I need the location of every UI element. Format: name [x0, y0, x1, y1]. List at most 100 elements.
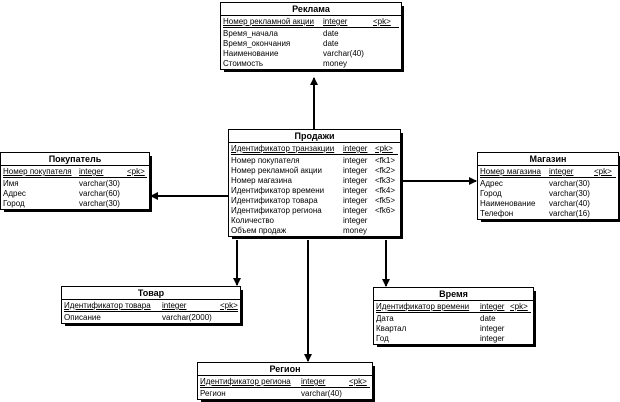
attribute-name: Объем продаж: [231, 226, 287, 235]
attribute-type: integer: [343, 196, 368, 205]
attribute-type: integer: [343, 216, 368, 225]
attribute-row: Время_окончания date: [223, 39, 399, 49]
attribute-name: Номер магазина: [480, 167, 541, 176]
attribute-name: Стоимость: [223, 59, 264, 68]
attribute-type: varchar(40): [323, 49, 364, 58]
attribute-key: <fk4>: [375, 186, 396, 195]
attribute-type: integer: [301, 377, 326, 386]
attribute-row: Количество integer: [231, 216, 398, 226]
attribute-row: Город varchar(30): [3, 199, 147, 209]
attribute-type: varchar(30): [79, 199, 120, 208]
attribute-type: date: [323, 39, 339, 48]
attribute-type: varchar(16): [549, 209, 590, 218]
entity-title: Время: [374, 288, 533, 301]
attribute-type: integer: [79, 167, 104, 176]
attribute-key: [594, 189, 618, 199]
attribute-type: varchar(30): [549, 179, 590, 188]
attribute-type: integer: [343, 176, 368, 185]
attribute-key: [349, 389, 372, 399]
primary-key-row: Номер магазина integer <pk>: [480, 167, 616, 178]
attribute-row: Объем продаж money: [231, 226, 398, 236]
attribute-name: Количество: [231, 216, 274, 225]
attribute-key: <fk6>: [375, 206, 396, 215]
entity-title: Реклама: [221, 3, 401, 16]
attribute-type: integer: [343, 144, 368, 153]
attribute-name: Идентификатор товара: [64, 301, 151, 310]
attribute-type: money: [343, 226, 368, 235]
attribute-type: integer: [162, 301, 187, 310]
attribute-type: varchar(40): [549, 199, 590, 208]
attribute-row: Номер покупателя integer <fk1>: [231, 156, 398, 166]
attribute-name: Год: [376, 334, 389, 343]
attribute-key: [375, 226, 400, 236]
attribute-type: varchar(60): [79, 189, 120, 198]
attribute-name: Время_окончания: [223, 39, 291, 48]
attribute-key: [510, 314, 533, 324]
attribute-name: Квартал: [376, 324, 407, 333]
attribute-name: Регион: [200, 389, 226, 398]
attribute-key: [127, 179, 149, 189]
attribute-name: Идентификатор региона: [231, 206, 322, 215]
attribute-key: <pk>: [510, 302, 528, 311]
attribute-name: Идентификатор времени: [231, 186, 325, 195]
attribute-key: <pk>: [594, 167, 612, 176]
attribute-key: [220, 313, 240, 323]
attribute-key: <fk2>: [375, 166, 396, 175]
attribute-type: integer: [323, 17, 348, 26]
attribute-key: [510, 324, 533, 334]
attribute-type: integer: [343, 156, 368, 165]
attribute-key: <pk>: [220, 301, 238, 310]
entity-title: Магазин: [478, 153, 618, 166]
attribute-type: date: [323, 29, 339, 38]
attribute-name: Номер покупателя: [3, 167, 72, 176]
attribute-type: integer: [343, 166, 368, 175]
attribute-name: Описание: [64, 313, 101, 322]
attribute-type: integer: [480, 302, 505, 311]
attribute-name: Наименование: [480, 199, 536, 208]
attribute-key: [594, 209, 618, 219]
attribute-type: integer: [549, 167, 574, 176]
attribute-name: Номер магазина: [231, 176, 292, 185]
attribute-key: [373, 59, 401, 69]
attribute-name: Номер покупателя: [231, 156, 300, 165]
entity-title: Покупатель: [1, 153, 149, 166]
attribute-key: [373, 39, 401, 49]
attribute-key: [594, 179, 618, 189]
entity-title: Регион: [198, 363, 372, 376]
attribute-key: <fk1>: [375, 156, 396, 165]
attribute-name: Дата: [376, 314, 394, 323]
attribute-name: Город: [3, 199, 25, 208]
attribute-key: <pk>: [349, 377, 367, 386]
attribute-name: Телефон: [480, 209, 514, 218]
